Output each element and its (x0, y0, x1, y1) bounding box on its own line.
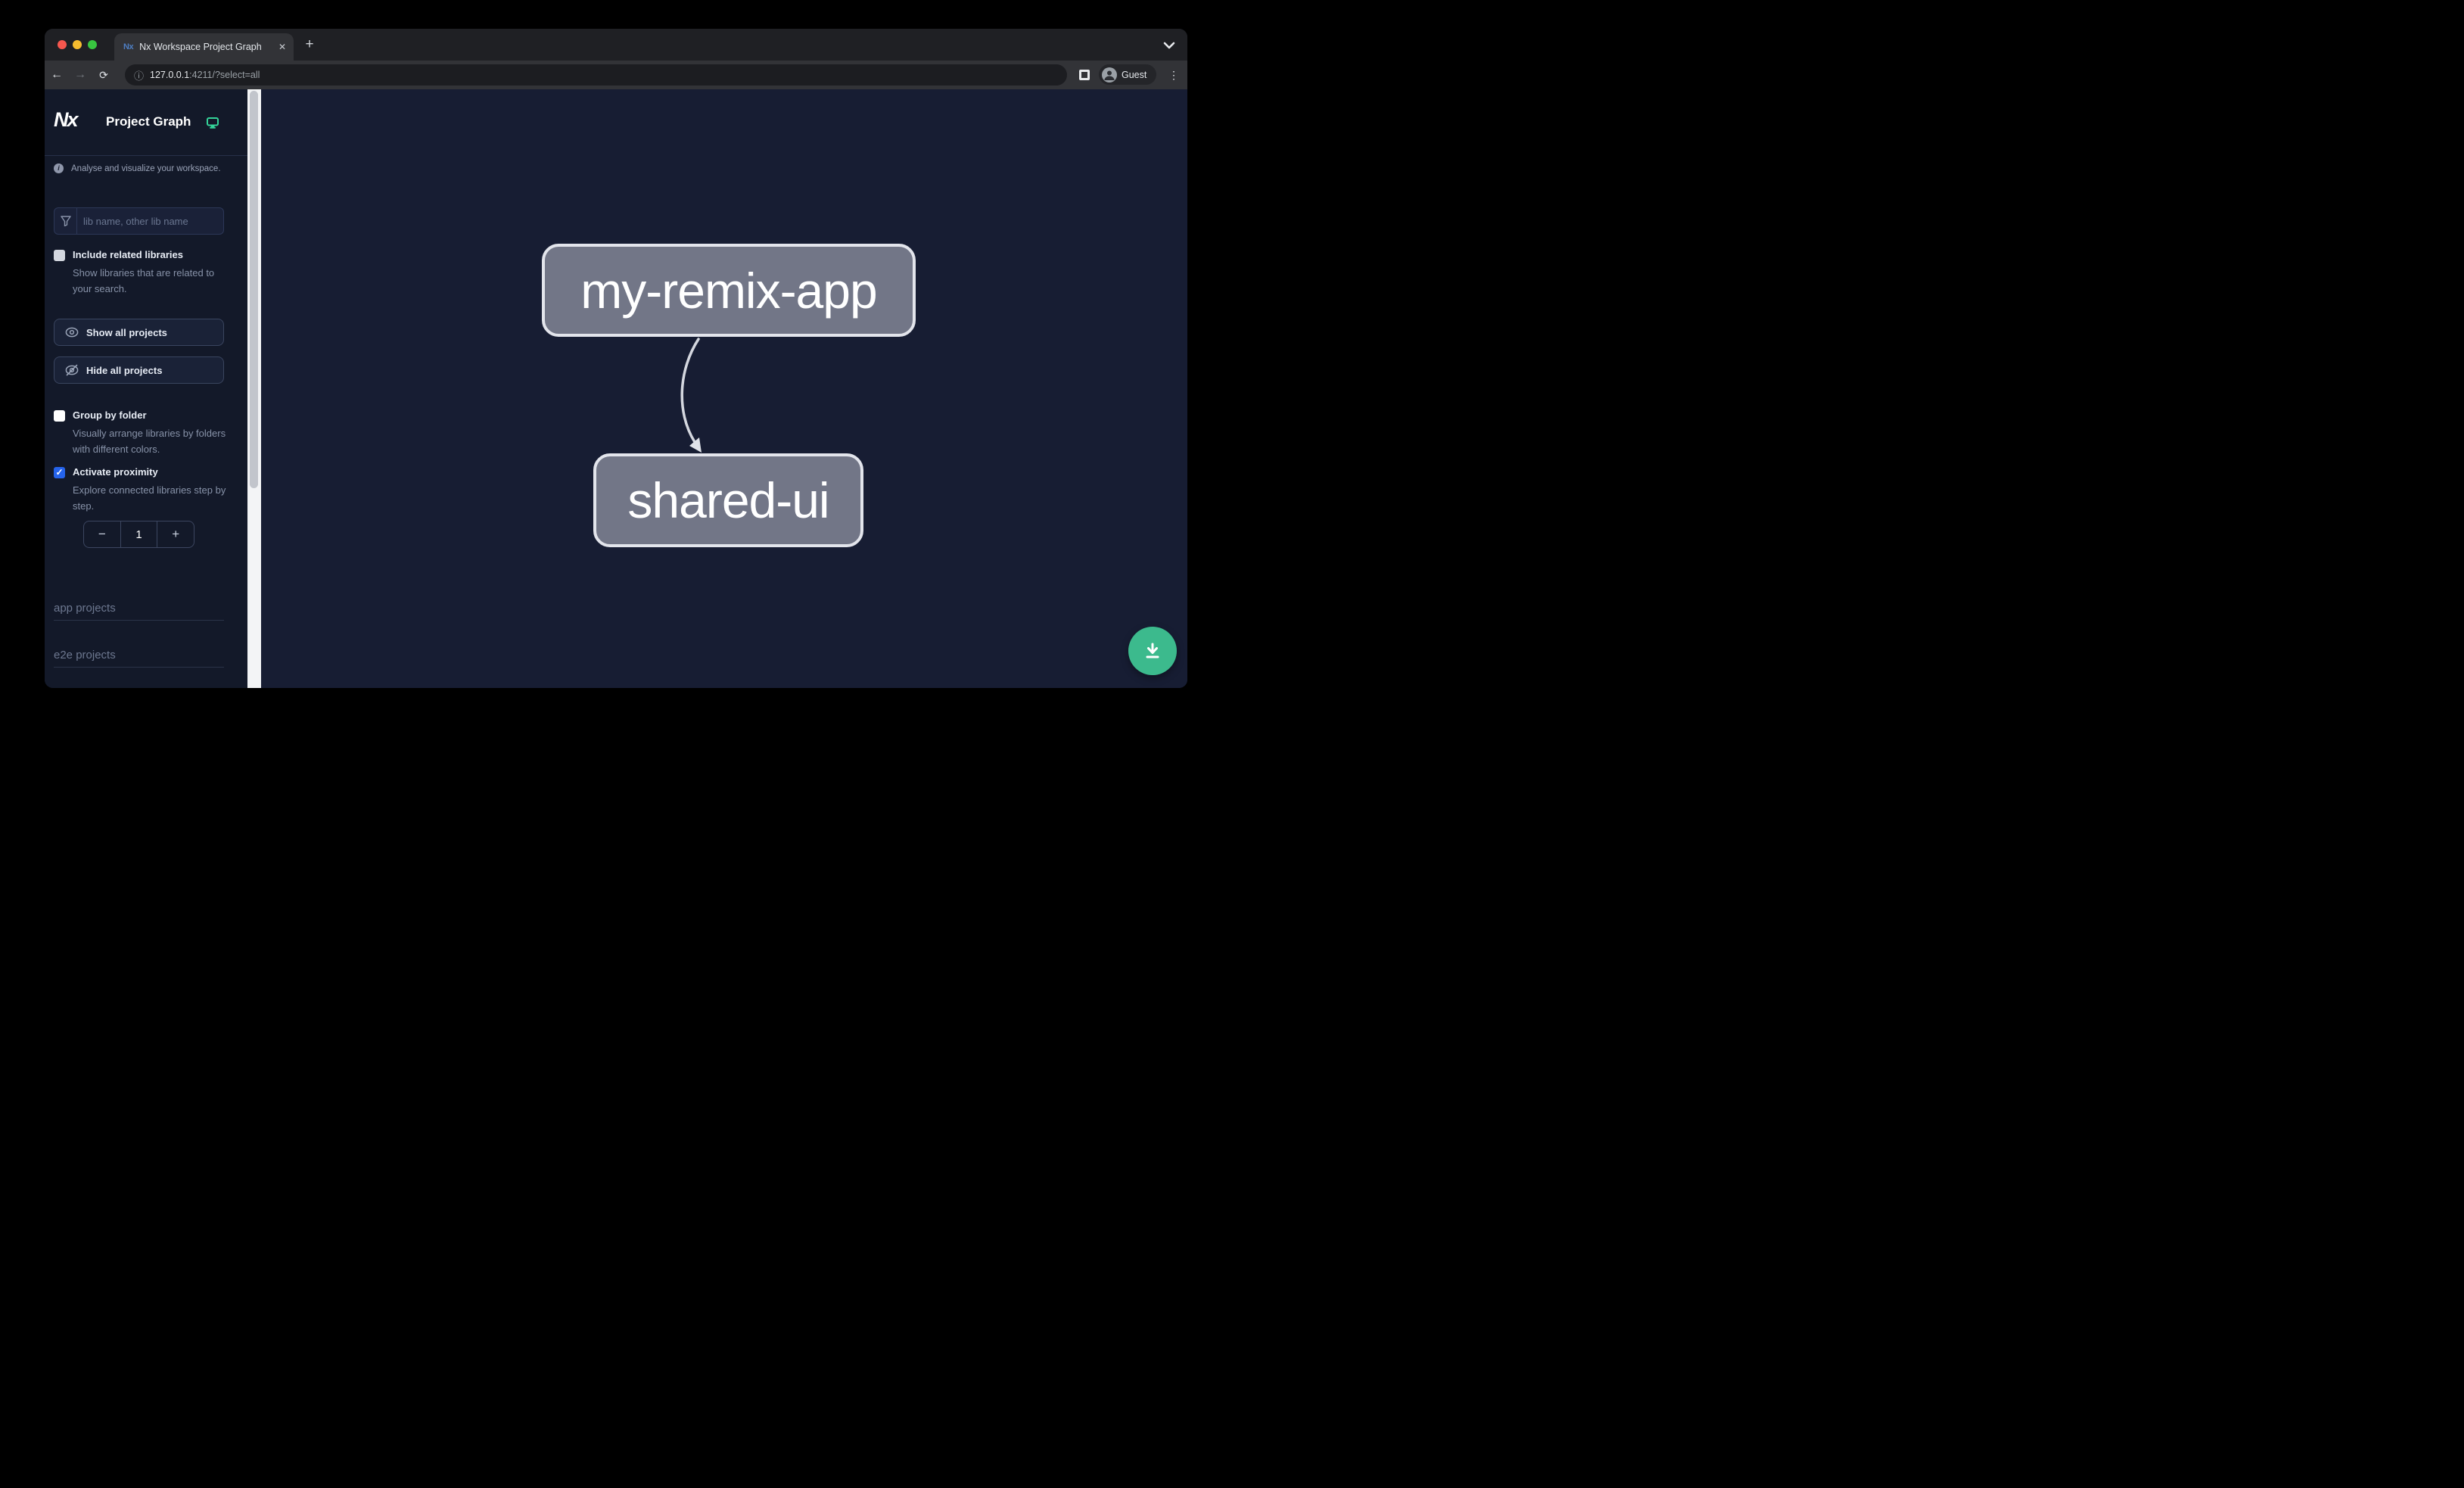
section-app-projects[interactable]: app projects (54, 601, 224, 621)
decrement-button[interactable]: − (84, 521, 121, 547)
profile-button[interactable]: Guest (1099, 64, 1156, 85)
hide-all-projects-label: Hide all projects (86, 364, 163, 376)
tab-close-icon[interactable]: ✕ (278, 42, 286, 52)
activate-proximity-description: Explore connected libraries step by step… (73, 484, 226, 512)
chevron-down-icon[interactable] (1162, 41, 1177, 50)
info-icon: i (54, 163, 64, 173)
new-tab-button[interactable]: + (305, 36, 314, 52)
tab-title: Nx Workspace Project Graph (139, 42, 262, 52)
graph-canvas[interactable]: my-remix-app shared-ui (261, 89, 1187, 688)
graph-node-shared-ui[interactable]: shared-ui (593, 453, 863, 547)
side-panel-icon[interactable] (1079, 70, 1090, 80)
eye-icon (65, 327, 79, 338)
nx-favicon-icon: Nx (123, 42, 134, 51)
sidebar: Nx Project Graph i Analyse and visualize… (45, 89, 247, 688)
show-all-projects-button[interactable]: Show all projects (54, 319, 224, 346)
download-icon (1146, 643, 1159, 658)
page-title: Project Graph (106, 114, 191, 129)
reload-button[interactable]: ⟳ (99, 69, 108, 81)
traffic-light-minimize[interactable] (73, 40, 82, 49)
increment-button[interactable]: + (157, 521, 194, 547)
group-by-folder-label[interactable]: Group by folder (73, 409, 147, 421)
show-all-projects-label: Show all projects (86, 326, 167, 338)
activate-proximity-checkbox[interactable]: ✓ (54, 467, 65, 478)
search-box (54, 207, 224, 235)
workspace-tagline: Analyse and visualize your workspace. (71, 164, 221, 173)
sidebar-scrollbar[interactable] (247, 89, 261, 688)
proximity-stepper: − 1 + (83, 521, 194, 548)
filter-icon (54, 208, 77, 234)
group-by-folder-checkbox[interactable] (54, 410, 65, 422)
include-related-checkbox[interactable] (54, 250, 65, 261)
address-bar[interactable]: ⓘ 127.0.0.1:4211/?select=all (125, 64, 1067, 86)
include-related-label[interactable]: Include related libraries (73, 249, 183, 260)
browser-window: Nx Nx Workspace Project Graph ✕ + ← → ⟳ … (45, 29, 1187, 688)
browser-tab[interactable]: Nx Nx Workspace Project Graph ✕ (114, 33, 294, 61)
url-host: 127.0.0.1 (150, 70, 190, 80)
tab-strip: Nx Nx Workspace Project Graph ✕ + (45, 29, 1187, 61)
traffic-light-zoom[interactable] (88, 40, 97, 49)
proximity-value: 1 (135, 528, 142, 541)
profile-label: Guest (1122, 69, 1147, 80)
dependency-edge (680, 338, 702, 453)
avatar-icon (1102, 67, 1117, 82)
edge-arrowhead-icon (689, 437, 702, 453)
eye-off-icon (65, 364, 79, 376)
section-e2e-projects[interactable]: e2e projects (54, 648, 224, 668)
graph-node-my-remix-app[interactable]: my-remix-app (542, 244, 916, 337)
forward-button[interactable]: → (74, 68, 86, 81)
nx-logo: Nx (54, 108, 78, 131)
divider (45, 155, 247, 156)
group-by-folder-description: Visually arrange libraries by folders wi… (73, 428, 226, 455)
hide-all-projects-button[interactable]: Hide all projects (54, 356, 224, 384)
search-input[interactable] (77, 215, 223, 227)
browser-menu-icon[interactable]: ⋮ (1168, 69, 1179, 81)
include-related-description: Show libraries that are related to your … (73, 267, 215, 294)
activate-proximity-label[interactable]: Activate proximity (73, 466, 158, 478)
download-graph-button[interactable] (1128, 627, 1177, 675)
monitor-icon[interactable] (207, 117, 219, 129)
scrollbar-thumb[interactable] (250, 91, 258, 488)
back-button[interactable]: ← (51, 68, 63, 81)
traffic-light-close[interactable] (58, 40, 67, 49)
site-info-icon[interactable]: ⓘ (134, 70, 145, 82)
url-text: 127.0.0.1:4211/?select=all (150, 70, 260, 80)
url-path: :4211/?select=all (189, 70, 260, 80)
